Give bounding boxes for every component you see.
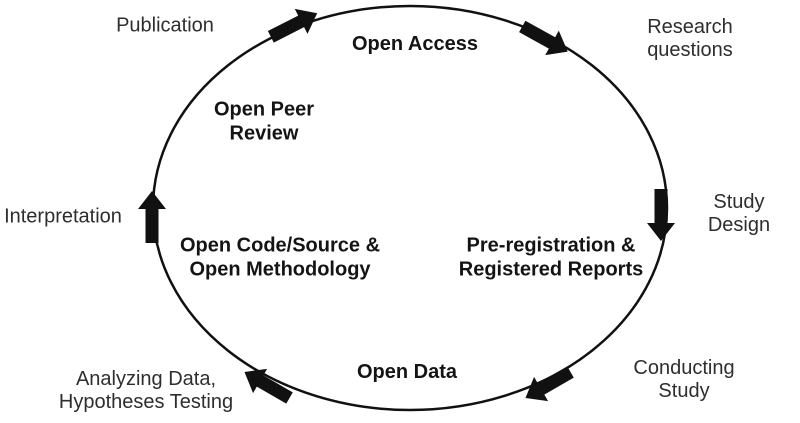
arrow-left-icon [138, 191, 166, 243]
cycle-ellipse [151, 4, 669, 412]
arrow-right-icon [647, 189, 675, 241]
arrow-top-right-icon [515, 14, 575, 64]
arrow-top-left-icon [264, 0, 324, 50]
